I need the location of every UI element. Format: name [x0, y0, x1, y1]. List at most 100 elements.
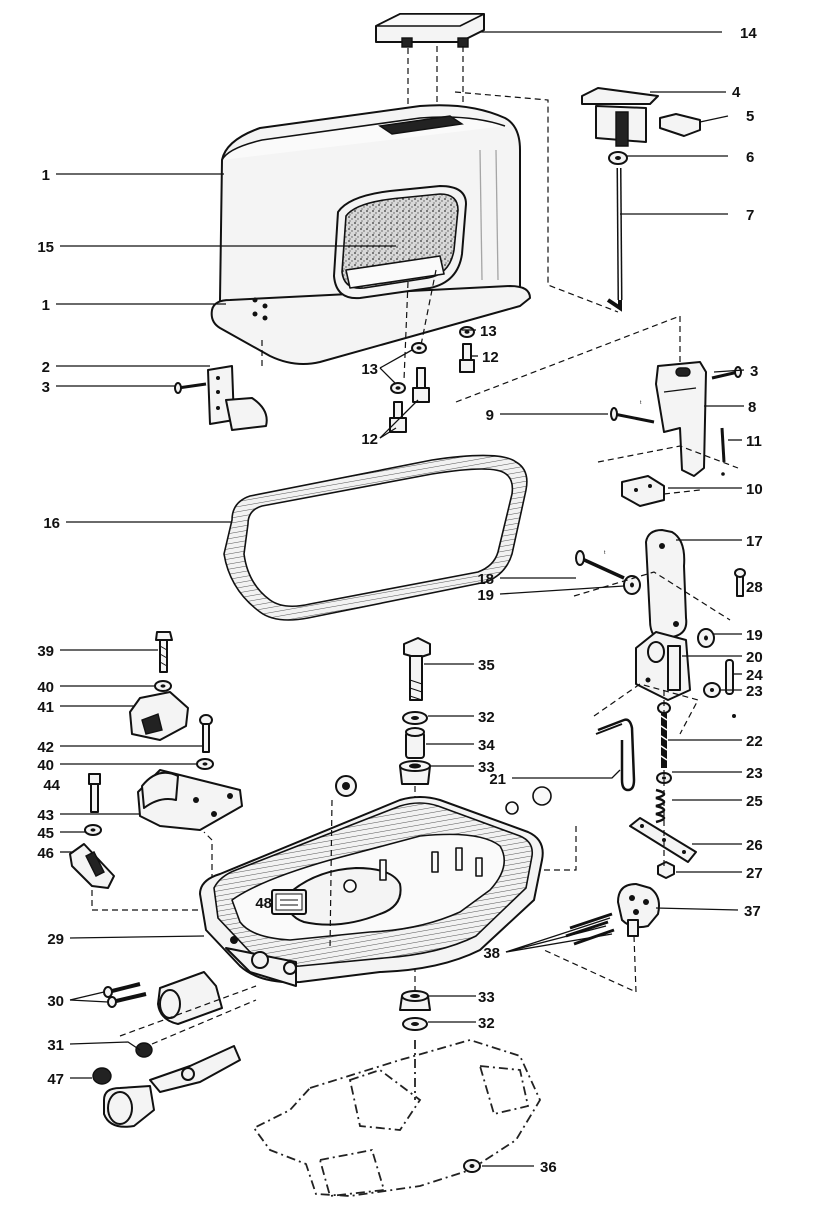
gear-icon-left [335, 775, 357, 797]
part-8-catch-bracket [655, 361, 707, 477]
part-19-washer-left [623, 575, 641, 595]
part-16-gasket [223, 454, 528, 621]
part-33-bushing-a [399, 760, 431, 785]
callout-24: 24 [746, 667, 763, 684]
part-41-cover [129, 691, 189, 741]
callout-12-lower: 12 [361, 431, 378, 448]
leader-lines [56, 31, 745, 1167]
part-25-spring [655, 788, 666, 824]
callout-47: 47 [47, 1071, 64, 1088]
part-45-washer [84, 824, 102, 836]
part-48-label-plate [275, 893, 303, 911]
part-40-washer-b [196, 758, 214, 770]
callout-38: 38 [483, 945, 500, 962]
callout-25: 25 [746, 793, 763, 810]
callout-48: 48 [255, 895, 272, 912]
fitting-upper [157, 971, 223, 1025]
part-6-washer [608, 151, 628, 165]
callout-5: 5 [746, 108, 754, 125]
part-5-latch-insert [659, 113, 701, 137]
part-31-grommet [135, 1042, 153, 1058]
callout-31: 31 [47, 1037, 64, 1054]
callout-13-lower: 13 [361, 361, 378, 378]
part-35-bolt [403, 637, 431, 701]
callout-26: 26 [746, 837, 763, 854]
callout-34: 34 [478, 737, 495, 754]
callout-3-right: 3 [750, 363, 758, 380]
callout-32-upper: 32 [478, 709, 495, 726]
part-4-latch-handle [581, 87, 659, 147]
callout-21: 21 [489, 771, 506, 788]
callout-16: 16 [43, 515, 60, 532]
callout-labels: 14 4 5 6 7 1 15 1 13 12 2 3 13 12 3 9 8 … [37, 25, 763, 1176]
assembly-dash-lines-pan [329, 799, 333, 951]
callout-36: 36 [540, 1159, 557, 1176]
callout-28: 28 [746, 579, 763, 596]
part-42-screw [199, 714, 213, 753]
callout-2: 2 [42, 359, 50, 376]
part-32-washer-b [402, 1017, 428, 1031]
gear-icon-right [505, 786, 552, 815]
callout-3-left: 3 [42, 379, 50, 396]
svg-text:t: t [640, 400, 642, 406]
callout-41: 41 [37, 699, 54, 716]
assembly-dash-lines-tilt-2 [593, 683, 699, 735]
callout-18: 18 [477, 571, 494, 588]
part-24-pin-dot [732, 714, 736, 718]
callout-1-bottom: 1 [42, 297, 50, 314]
callout-6: 6 [746, 149, 754, 166]
callout-4: 4 [732, 84, 741, 101]
part-3-screw-left [174, 382, 207, 394]
part-28-screw [734, 568, 746, 597]
part-2-bracket [207, 365, 268, 431]
callout-20: 20 [746, 649, 763, 666]
part-18-pin: t [575, 550, 625, 580]
callout-1-top: 1 [42, 167, 50, 184]
part-43-mount [137, 769, 243, 831]
callout-19-left: 19 [477, 587, 494, 604]
part-34-spacer [405, 727, 425, 759]
callout-10: 10 [746, 481, 763, 498]
part-47-nut [92, 1067, 112, 1085]
part-29-lower-pan [199, 796, 544, 987]
callout-45: 45 [37, 825, 54, 842]
assembly-dash-lines-fittings-2 [151, 999, 257, 1045]
callout-30: 30 [47, 993, 64, 1010]
callout-14: 14 [740, 25, 757, 42]
callout-37: 37 [744, 903, 761, 920]
part-14-cap [375, 13, 485, 48]
callout-39: 39 [37, 643, 54, 660]
part-17-tilt-lever [645, 529, 688, 641]
callout-12-upper: 12 [482, 349, 499, 366]
part-10-hinge-plate [597, 445, 739, 507]
callout-43: 43 [37, 807, 54, 824]
part-9-pin: t [610, 400, 655, 424]
assembly-dash-lines-37 [543, 935, 637, 993]
fitting-lower [149, 1045, 241, 1093]
part-1-engine-hood [210, 104, 531, 365]
part-37-connector [617, 883, 660, 937]
callout-11: 11 [746, 433, 762, 450]
callout-46: 46 [37, 845, 54, 862]
part-23-washer-upper [703, 682, 721, 698]
assembly-dash-lines-fittings [119, 985, 257, 1037]
part-40-washer-a [154, 680, 172, 692]
callout-32-lower: 32 [478, 1015, 495, 1032]
callout-13-upper: 13 [480, 323, 497, 340]
svg-text:t: t [604, 550, 606, 556]
callout-7: 7 [746, 207, 754, 224]
part-13-washer-upper [459, 326, 475, 338]
callout-33-upper: 33 [478, 759, 495, 776]
part-46-grommet [69, 843, 115, 889]
assembly-dash-lines-latch [455, 315, 681, 403]
part-12-bolt-upper [459, 343, 475, 373]
part-11-spring-pin [720, 427, 726, 476]
ghost-powerhead-base [252, 1039, 542, 1197]
callout-40-upper: 40 [37, 679, 54, 696]
part-33-bushing-b [399, 990, 431, 1011]
part-27-nut [657, 861, 675, 879]
part-13-washer-b [390, 382, 406, 394]
part-39-bolt [155, 631, 173, 673]
callout-17: 17 [746, 533, 763, 550]
callout-29: 29 [47, 931, 64, 948]
